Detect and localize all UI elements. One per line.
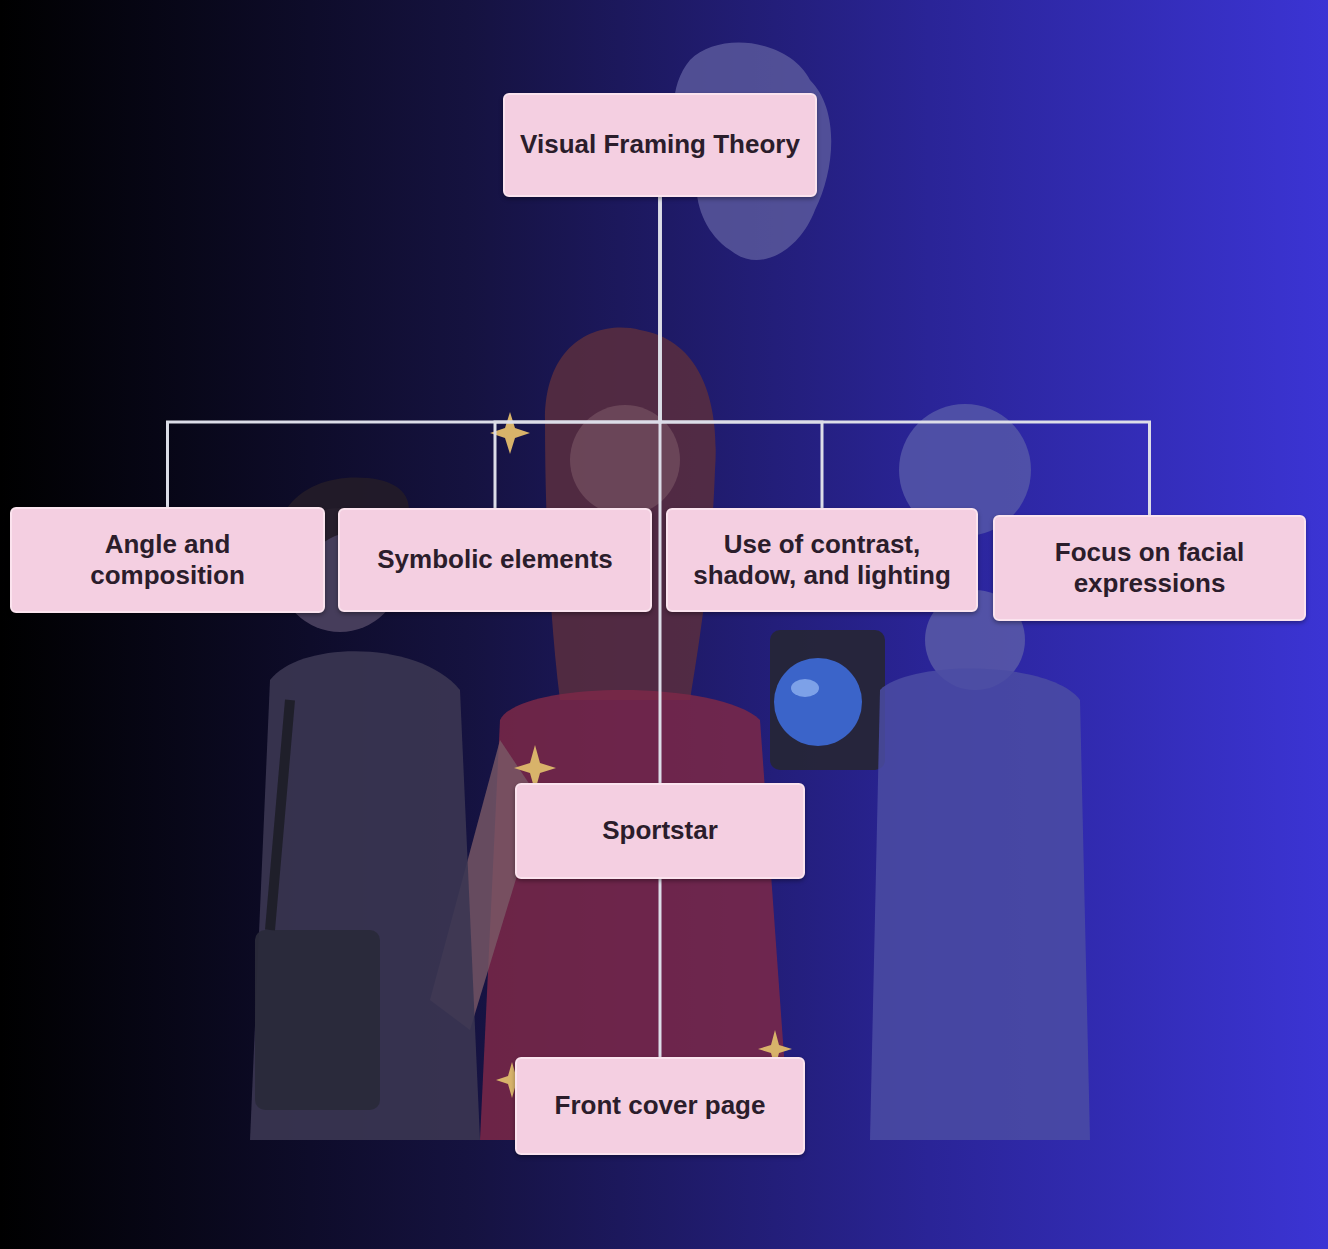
right-person-body: [870, 669, 1090, 1140]
concept-box: Sportstar: [515, 783, 805, 879]
concept-box: Use of contrast, shadow, and lighting: [666, 508, 978, 612]
concept-box: Focus on facial expressions: [993, 515, 1306, 621]
box-label: Angle and composition: [24, 529, 311, 591]
camera-body: [770, 630, 885, 770]
left-person-body: [250, 651, 480, 1140]
camera-lens: [774, 658, 862, 746]
box-label: Front cover page: [555, 1090, 766, 1121]
connector-line: [659, 879, 662, 1057]
box-label: Symbolic elements: [377, 544, 613, 575]
concept-box: Front cover page: [515, 1057, 805, 1155]
concept-box: Visual Framing Theory: [503, 93, 817, 197]
concept-box: Angle and composition: [10, 507, 325, 613]
concept-box: Symbolic elements: [338, 508, 652, 612]
left-person-bag: [255, 930, 380, 1110]
left-person-strap: [270, 700, 290, 930]
connector-line: [660, 197, 1150, 515]
connector-line: [660, 197, 822, 508]
connector-line: [495, 197, 660, 508]
box-label: Use of contrast, shadow, and lighting: [680, 529, 964, 591]
lens-highlight: [791, 679, 819, 697]
connector-line: [168, 197, 661, 507]
box-label: Visual Framing Theory: [520, 129, 800, 160]
box-label: Sportstar: [602, 815, 718, 846]
box-label: Focus on facial expressions: [1007, 537, 1292, 599]
connector-line: [659, 197, 662, 783]
